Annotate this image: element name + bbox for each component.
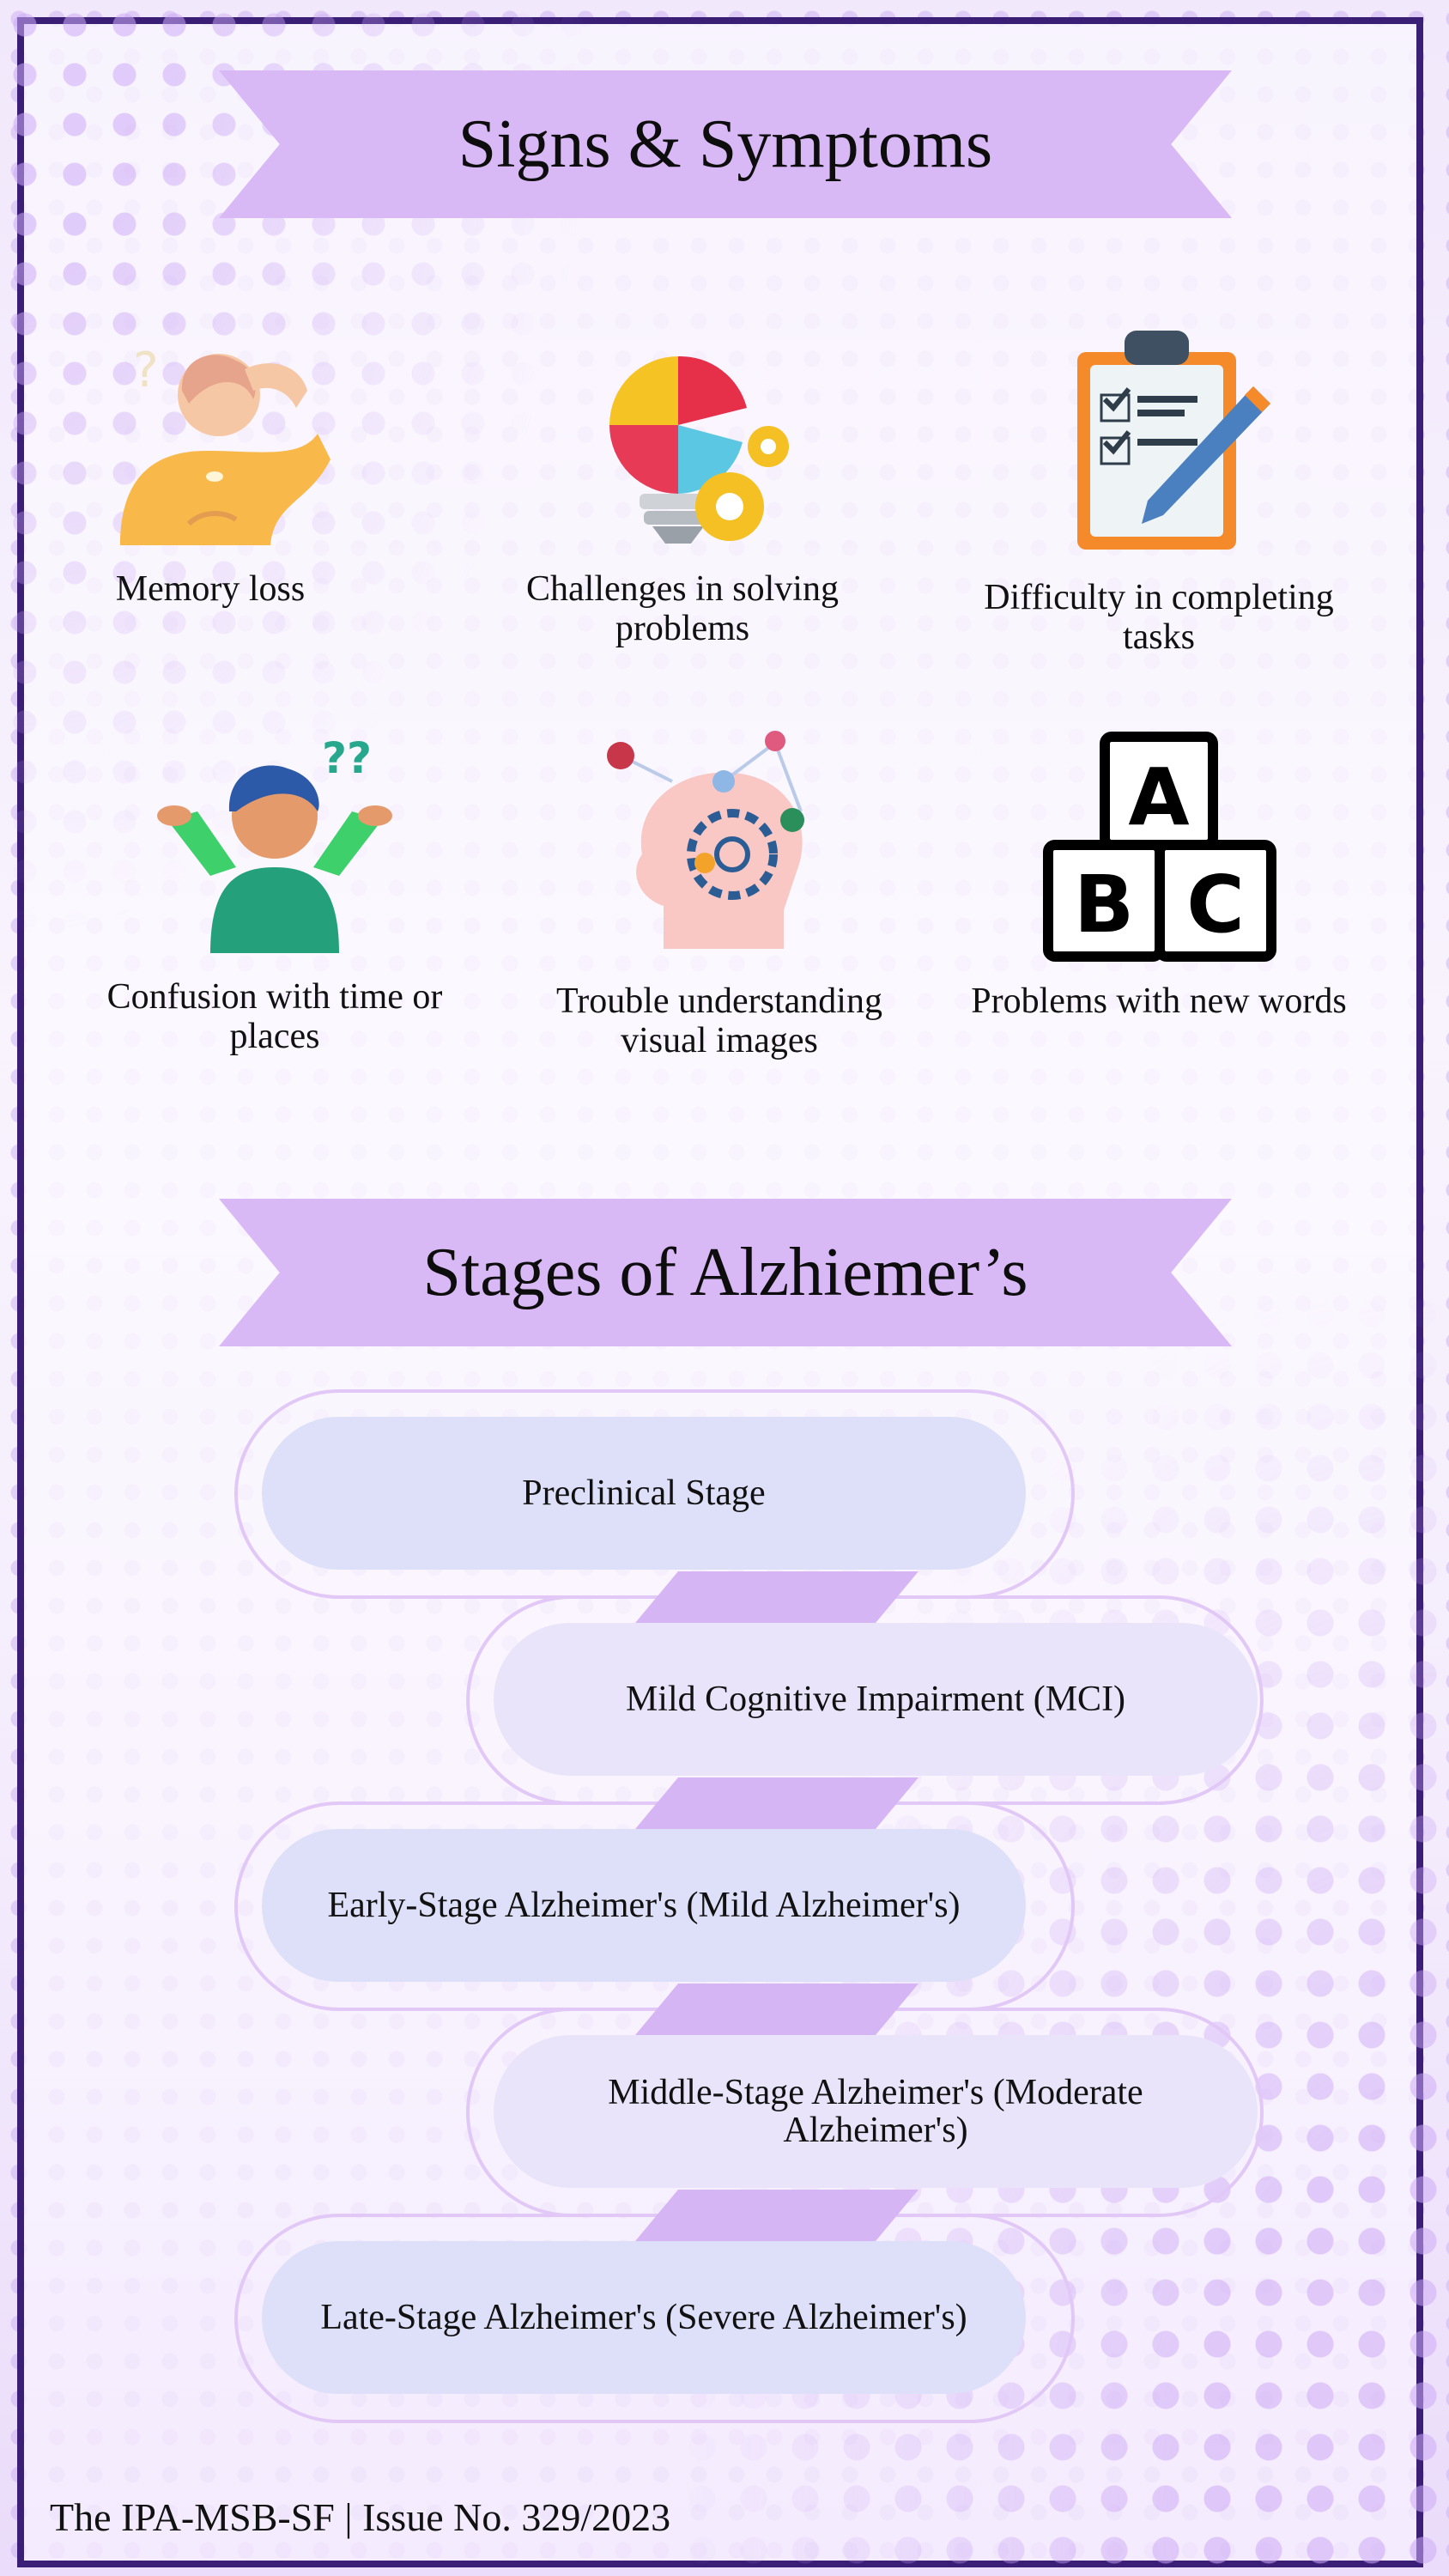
symptom-label: Difficulty in completing tasks — [984, 578, 1334, 657]
head-gear-icon — [607, 731, 804, 949]
stages-title: Stages of Alzhiemer’s — [422, 1234, 1028, 1310]
stage-label: Middle-Stage Alzheimer's (Moderate Alzhe… — [608, 2073, 1143, 2150]
svg-text:B: B — [1074, 859, 1134, 951]
stage-connector — [635, 2190, 919, 2241]
signs-symptoms-title: Signs & Symptoms — [458, 106, 993, 182]
svg-text:?: ? — [133, 343, 159, 398]
clipboard-checklist-icon — [1077, 331, 1270, 550]
svg-text:??: ?? — [322, 733, 372, 783]
thinking-woman-icon: ? — [120, 343, 330, 545]
abc-blocks-icon: A B C — [1043, 732, 1276, 962]
stage-label: Mild Cognitive Impairment (MCI) — [625, 1680, 1126, 1719]
symptom-label: Problems with new words — [971, 981, 1347, 1021]
stage-connector — [635, 1984, 919, 2035]
symptom-label: Challenges in solving problems — [526, 569, 839, 648]
stage-connector — [635, 1777, 919, 1829]
stage-middle: Middle-Stage Alzheimer's (Moderate Alzhe… — [494, 2035, 1258, 2188]
lightbulb-puzzle-icon — [609, 355, 789, 544]
footer-issue: The IPA-MSB-SF | Issue No. 329/2023 — [50, 2495, 671, 2539]
stage-early: Early-Stage Alzheimer's (Mild Alzheimer'… — [262, 1829, 1026, 1982]
symptom-completing-tasks: Difficulty in completing tasks — [953, 313, 1365, 657]
symptom-label: Confusion with time or places — [106, 977, 443, 1056]
symptom-visual-images: Trouble understanding visual images — [513, 726, 925, 1060]
svg-text:A: A — [1128, 751, 1189, 843]
confused-man-icon: ?? — [157, 733, 392, 953]
stage-mci: Mild Cognitive Impairment (MCI) — [494, 1623, 1258, 1776]
symptom-label: Memory loss — [115, 569, 306, 609]
stage-label: Late-Stage Alzheimer's (Severe Alzheimer… — [320, 2298, 967, 2337]
symptom-memory-loss: ? Memory loss — [4, 331, 416, 609]
symptom-solving-problems: Challenges in solving problems — [476, 313, 888, 648]
symptom-label: Trouble understanding visual images — [556, 981, 882, 1060]
symptom-new-words: A B C Problems with new words — [953, 730, 1365, 1021]
stage-label: Preclinical Stage — [522, 1473, 766, 1513]
symptom-confusion: ?? Confusion with time or places — [69, 730, 481, 1056]
stage-connector — [635, 1571, 919, 1623]
stage-label: Early-Stage Alzheimer's (Mild Alzheimer'… — [327, 1886, 961, 1925]
stage-late: Late-Stage Alzheimer's (Severe Alzheimer… — [262, 2241, 1026, 2394]
stage-preclinical: Preclinical Stage — [262, 1417, 1026, 1570]
signs-symptoms-banner: Signs & Symptoms — [219, 70, 1232, 218]
svg-text:C: C — [1186, 859, 1245, 951]
stages-banner: Stages of Alzhiemer’s — [219, 1199, 1232, 1346]
